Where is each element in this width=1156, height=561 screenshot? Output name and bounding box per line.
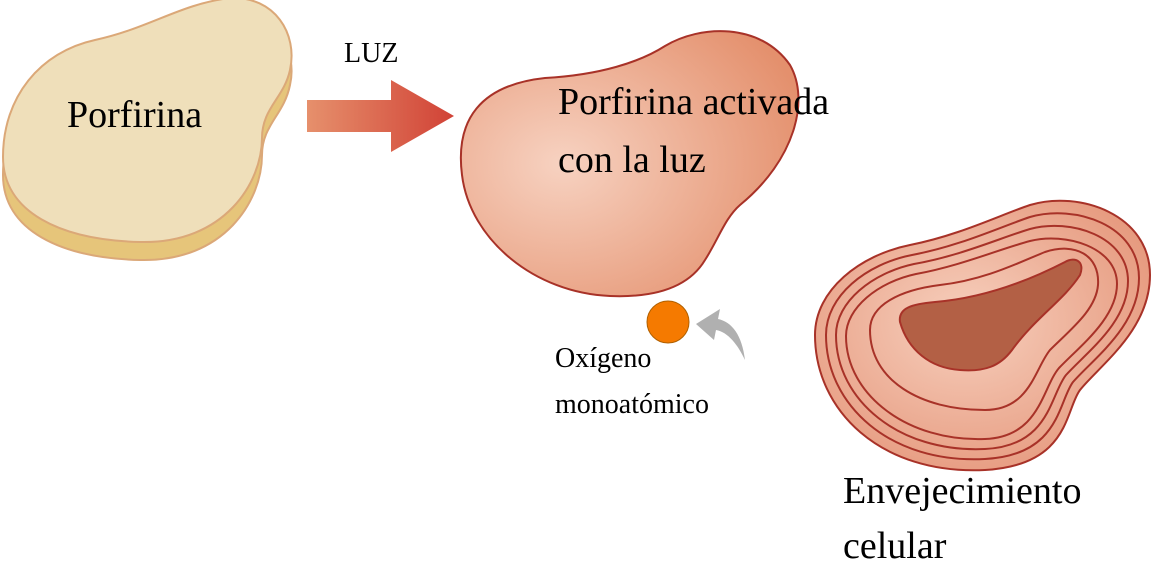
aged-cell-inner — [868, 247, 1100, 412]
circle-icon — [646, 300, 690, 344]
aging-label-line1: Envejecimiento — [843, 470, 1082, 512]
aged-cell-core — [898, 258, 1083, 372]
porphyrin-blob — [1, 0, 293, 262]
porphyrin-label: Porfirina — [67, 94, 203, 136]
aged-cell-ring-1 — [824, 212, 1141, 461]
aging-label-line2: celular — [843, 525, 947, 561]
aged-cell — [813, 199, 1152, 472]
aged-cell-ring-2 — [834, 224, 1130, 451]
oxygen-label-line2: monoatómico — [555, 389, 709, 420]
oxygen-label-line1: Oxígeno — [555, 343, 652, 374]
activated-porphyrin-blob — [459, 30, 800, 298]
curved-arrow-left-icon — [696, 309, 745, 360]
activated-porphyrin-label-line1: Porfirina activada — [558, 81, 830, 123]
aged-cell-ring-3 — [844, 237, 1119, 441]
arrow-right-icon — [307, 80, 454, 152]
light-label: LUZ — [344, 38, 399, 69]
porphyrin-blob-top — [1, 0, 293, 244]
activated-porphyrin-label-line2: con la luz — [558, 139, 706, 181]
